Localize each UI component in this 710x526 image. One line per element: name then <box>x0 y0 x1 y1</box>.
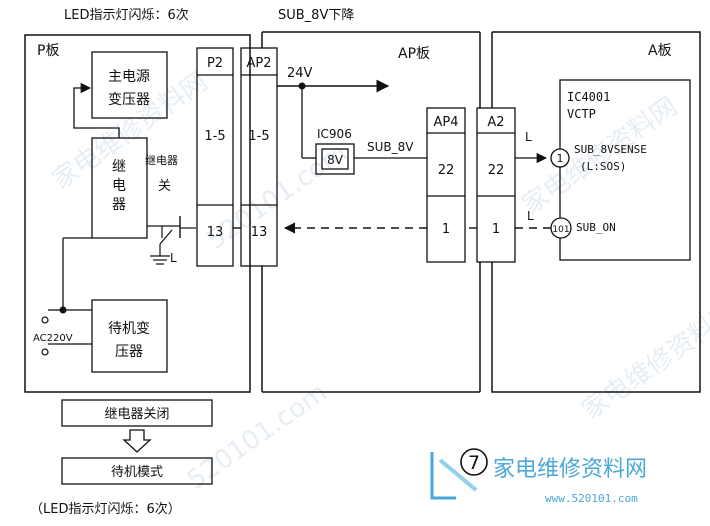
relay-off-step <box>61 399 213 427</box>
a2-pin1: 1 <box>492 222 500 237</box>
ground-level-label: L <box>170 251 177 265</box>
a2-name: A2 <box>487 115 504 130</box>
pin1-number: 1 <box>557 152 564 165</box>
footer-note: （LED指示灯闪烁：6次） <box>30 501 181 517</box>
relay-label: 器 <box>112 197 126 213</box>
standby-transformer-box <box>91 299 168 373</box>
relay-off-step-label: 继电器关闭 <box>104 407 169 422</box>
ac-terminal <box>41 348 49 356</box>
standby-transformer-label: 待机变 <box>108 321 150 337</box>
24v-label: 24V <box>287 66 313 81</box>
sub8v-label: SUB_8V <box>367 140 414 154</box>
pin101-label: SUB_ON <box>576 221 616 234</box>
brand-name: 家电维修资料网 <box>493 457 647 482</box>
p2-pin13: 13 <box>207 225 224 240</box>
ic4001-name: IC4001 <box>567 90 610 104</box>
relay-label: 电 <box>112 178 126 194</box>
relay-to-transformer-arrow <box>73 82 120 138</box>
brand-url: www.520101.com <box>545 492 638 505</box>
pin1-level: L <box>525 130 532 144</box>
p-board <box>24 34 251 393</box>
pin1-sub: (L:SOS) <box>580 160 626 173</box>
standby-mode-step <box>61 457 213 485</box>
brand-logo: 家电维修资料网 www.520101.com <box>430 452 647 505</box>
led-blink-label: LED指示灯闪烁：6次 <box>64 7 189 23</box>
brand-mark-icon <box>430 452 456 500</box>
ap4-name: AP4 <box>433 115 458 130</box>
watermark: 家电维修资料网 <box>577 297 710 426</box>
main-transformer-label: 主电源 <box>108 69 150 85</box>
pin1-label: SUB_8VSENSE <box>574 143 647 156</box>
p-board-title: P板 <box>37 43 59 59</box>
relay-label: 继 <box>112 159 126 175</box>
a2-pin22: 22 <box>488 163 505 178</box>
standby-mode-step-label: 待机模式 <box>111 465 163 480</box>
a-board <box>491 31 701 393</box>
a-board-title: A板 <box>648 43 672 59</box>
ap4-pin22: 22 <box>438 163 455 178</box>
ic906-inner <box>321 148 349 170</box>
ap4-connector <box>426 107 466 263</box>
main-transformer-label: 变压器 <box>108 92 150 108</box>
watermark-layer: 家电维修资料网 520101.com 家电维修资料网 520101.com 家电… <box>47 67 710 496</box>
pin1-circle <box>550 148 570 168</box>
ic906-value: 8V <box>327 153 344 167</box>
figure-badge-number: 7 <box>468 452 480 474</box>
relay-off-label: 关 <box>158 179 171 194</box>
ap2-pin13: 13 <box>251 225 268 240</box>
standby-transformer-label: 压器 <box>115 344 143 360</box>
ap-board-title: AP板 <box>398 46 430 62</box>
pin101-number: 101 <box>552 225 569 235</box>
sub8v-drop-label: SUB_8V下降 <box>278 8 354 23</box>
watermark: 家电维修资料网 <box>517 92 683 221</box>
ac-label: AC220V <box>33 333 73 344</box>
ic4001-box <box>559 79 691 261</box>
relay-caption: 继电器 <box>145 154 178 167</box>
p2-name: P2 <box>207 56 223 71</box>
p2-pins: 1-5 <box>204 129 225 144</box>
pin101-level: L <box>527 209 534 223</box>
ic4001-type: VCTP <box>567 107 596 121</box>
ic906-box <box>315 143 355 175</box>
ap2-pins: 1-5 <box>248 129 269 144</box>
flow-arrow <box>122 429 152 453</box>
transistor-emitter <box>159 229 173 245</box>
ap2-name: AP2 <box>246 56 271 71</box>
figure-badge <box>460 448 488 476</box>
p2-connector <box>196 47 234 267</box>
ap4-pin1: 1 <box>442 222 450 237</box>
watermark: 家电维修资料网 <box>47 67 213 196</box>
ic906-label: IC906 <box>317 127 352 141</box>
a2-connector <box>476 107 516 263</box>
ap2-connector <box>240 47 278 267</box>
watermark: 520101.com <box>182 378 333 496</box>
main-transformer-box <box>91 51 168 119</box>
ac-terminal <box>41 316 49 324</box>
brand-mark-icon <box>438 458 478 492</box>
